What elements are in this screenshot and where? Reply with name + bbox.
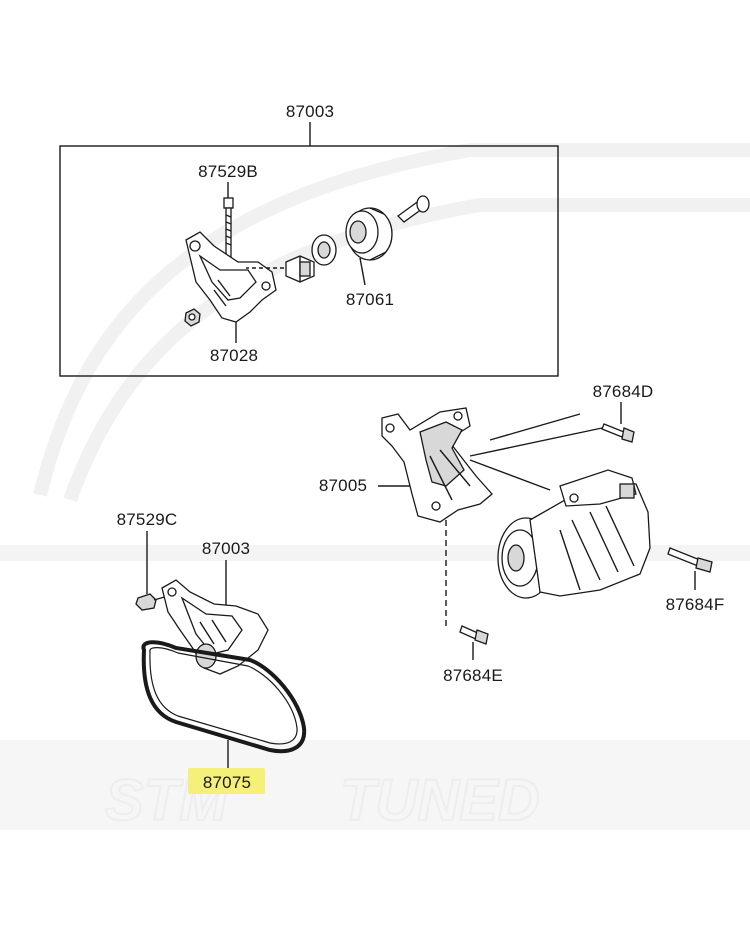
label-87028: 87028: [210, 346, 258, 365]
label-87684d: 87684D: [593, 382, 654, 401]
label-87003-mid: 87003: [202, 539, 250, 558]
label-87005: 87005: [319, 476, 367, 495]
pulley-bolt: [397, 195, 430, 223]
label-87529c: 87529C: [117, 510, 178, 529]
assembly-box: [59, 145, 559, 377]
bracket-87028: [185, 231, 277, 323]
leader-compressor: [469, 459, 551, 491]
label-87684e: 87684E: [443, 666, 503, 685]
drive-belt-87075: [141, 640, 307, 754]
leader-87061: [359, 257, 366, 286]
label-87684f: 87684F: [666, 595, 725, 614]
label-87003-top: 87003: [286, 102, 334, 121]
label-87061: 87061: [346, 290, 394, 309]
leader-87684d-path-2: [489, 413, 581, 441]
label-87529b: 87529B: [198, 162, 258, 181]
watermark-brand-right: TUNED: [340, 768, 540, 833]
compressor-bracket-87005: [381, 407, 493, 523]
bolt-87684e: [459, 625, 489, 645]
bolt-87684d: [601, 423, 635, 443]
spacer-collar: [285, 255, 315, 283]
leader-87684d-path: [469, 427, 603, 457]
pulley-87061: [345, 207, 393, 261]
nut-87028: [184, 308, 201, 327]
label-87075: 87075: [203, 773, 251, 792]
bolt-87529c: [135, 593, 169, 611]
bolt-87684f: [667, 547, 713, 573]
washer-ring: [311, 234, 337, 266]
belt-label-highlight: [188, 768, 265, 794]
bolt-87529b: [223, 197, 234, 261]
ac-compressor: [497, 469, 651, 599]
watermark-band-2: [0, 740, 750, 830]
